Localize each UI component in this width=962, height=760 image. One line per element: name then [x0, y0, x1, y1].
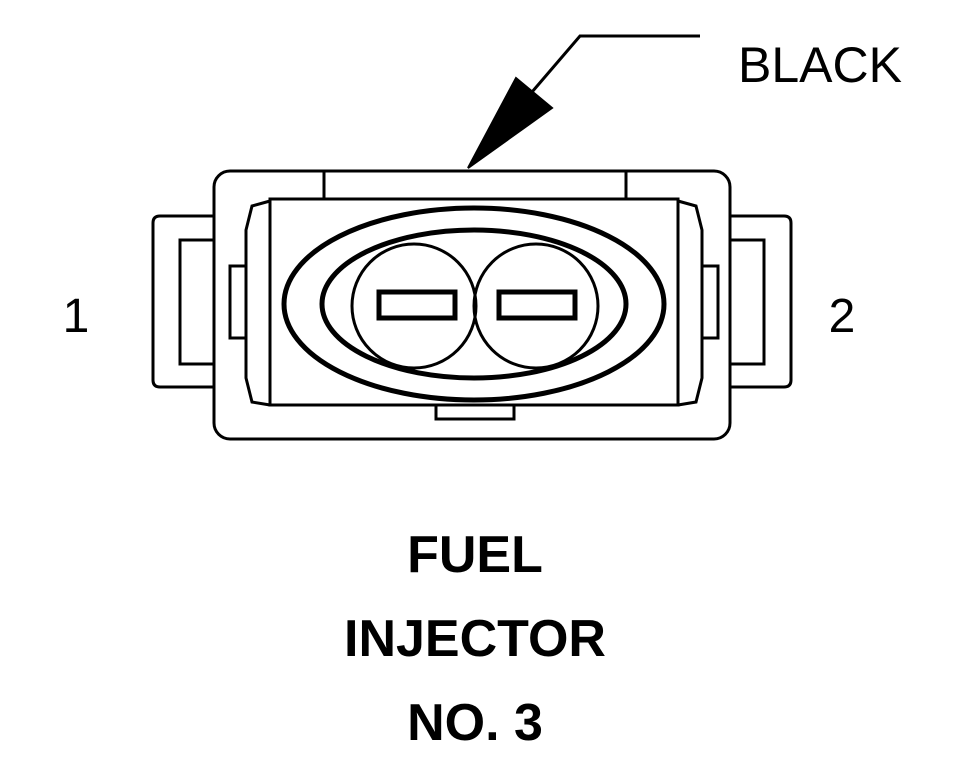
bottom-key: [434, 403, 516, 421]
pin-label-2: 2: [829, 290, 856, 343]
pin-terminal-1: [376, 289, 458, 321]
pin-cavity-1: [350, 242, 478, 370]
outer-seal: [281, 205, 667, 403]
right-latch-tab: [700, 264, 720, 340]
left-latch: [151, 214, 214, 389]
right-rail: [677, 199, 704, 407]
leader-arrowhead: [467, 76, 554, 169]
top-key: [322, 171, 628, 201]
caption-line-3: NO. 3: [407, 694, 543, 752]
caption-line-2: INJECTOR: [344, 610, 606, 668]
inner-seal: [319, 227, 629, 381]
right-latch: [730, 214, 793, 389]
left-latch-inner: [178, 238, 214, 366]
right-latch-inner: [730, 238, 766, 366]
caption-line-1: FUEL: [407, 526, 543, 584]
leader-line: [518, 34, 700, 107]
color-leader: [467, 34, 700, 169]
wire-color-label: BLACK: [738, 37, 902, 93]
left-rail: [244, 199, 271, 407]
connector-body: [151, 169, 793, 441]
left-latch-tab: [228, 264, 248, 340]
outer-housing: [212, 169, 732, 441]
pin-terminal-2: [496, 289, 578, 321]
pin-cavity-2: [472, 242, 600, 370]
pin-label-1: 1: [63, 290, 90, 343]
